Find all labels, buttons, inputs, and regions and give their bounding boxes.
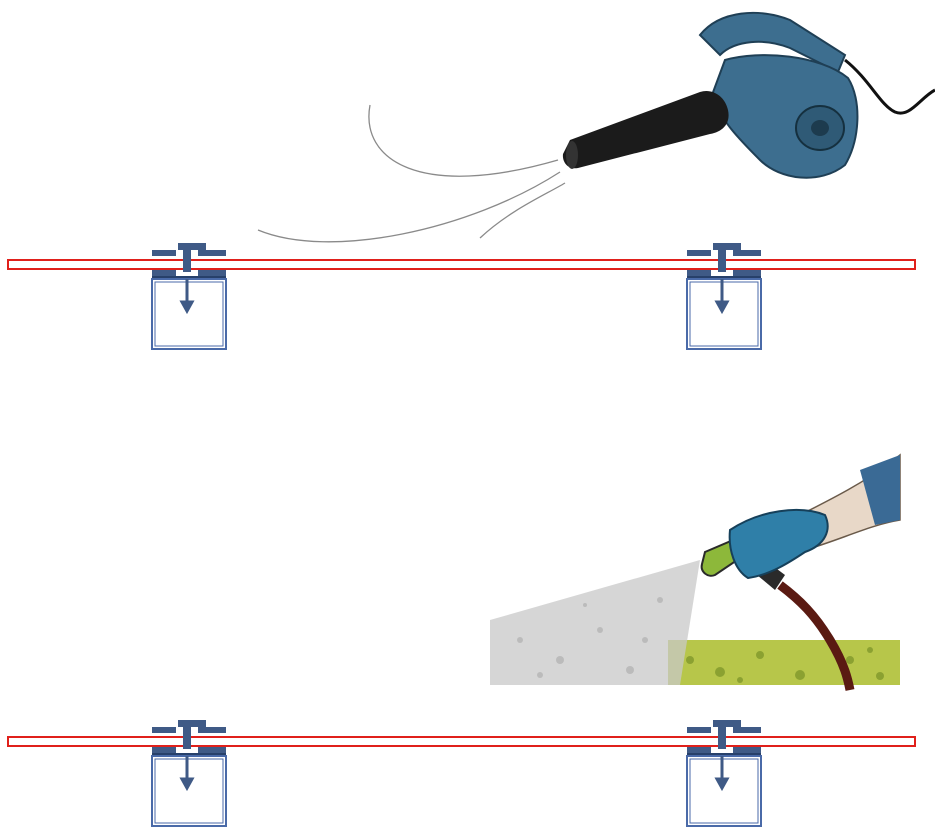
fitting-flange-left: [687, 250, 711, 256]
fitting-band-left: [687, 270, 711, 276]
fitting-cap: [713, 720, 741, 727]
fitting-band-right: [733, 270, 761, 276]
fitting-top-left: [152, 243, 226, 349]
collector-box-inner: [155, 759, 223, 823]
pipe-bottom: [8, 737, 915, 746]
down-arrow-icon: [717, 279, 727, 311]
pipe-top: [8, 260, 915, 269]
collector-box: [687, 756, 761, 826]
fitting-flange-right: [198, 250, 226, 256]
fitting-bottom-right: [687, 720, 761, 826]
fitting-band-right: [198, 747, 226, 753]
water-hose-panel: [8, 455, 915, 826]
garden-hose-spray-icon: [490, 455, 900, 690]
collector-box: [687, 279, 761, 349]
leaf-blower-icon: [563, 13, 935, 178]
fitting-cap: [713, 243, 741, 250]
fitting-flange-left: [152, 250, 176, 256]
airflow-lines: [258, 105, 565, 242]
water-spray: [490, 560, 700, 685]
fitting-band-left: [152, 747, 176, 753]
fitting-cap: [178, 243, 206, 250]
blower-cord: [845, 60, 935, 113]
blower-hub: [811, 120, 829, 136]
fitting-band-right: [733, 747, 761, 753]
fitting-flange-right: [733, 250, 761, 256]
fitting-stem: [718, 727, 726, 749]
airflow-line-middle: [258, 172, 560, 242]
down-arrow-icon: [717, 756, 727, 788]
grass-strip: [668, 640, 900, 685]
fitting-flange-right: [198, 727, 226, 733]
fitting-band-left: [687, 747, 711, 753]
fitting-band-right: [198, 270, 226, 276]
collector-box-inner: [690, 282, 758, 346]
glove: [730, 510, 828, 578]
fitting-cap: [178, 720, 206, 727]
airflow-line-lower: [480, 183, 565, 238]
fitting-stem: [183, 250, 191, 272]
collector-box: [152, 279, 226, 349]
fitting-top-right: [687, 243, 761, 349]
collector-box: [152, 756, 226, 826]
fitting-stem: [718, 250, 726, 272]
fitting-bottom-left: [152, 720, 226, 826]
collector-box-inner: [155, 282, 223, 346]
blower-nozzle: [563, 91, 729, 168]
fitting-flange-right: [733, 727, 761, 733]
down-arrow-icon: [182, 756, 192, 788]
fitting-flange-left: [687, 727, 711, 733]
fitting-stem: [183, 727, 191, 749]
airflow-line-upper: [369, 105, 558, 176]
fitting-band-left: [152, 270, 176, 276]
down-arrow-icon: [182, 279, 192, 311]
blower-nozzle-tip: [566, 141, 578, 169]
air-blower-panel: [8, 13, 935, 349]
fitting-flange-left: [152, 727, 176, 733]
collector-box-inner: [690, 759, 758, 823]
